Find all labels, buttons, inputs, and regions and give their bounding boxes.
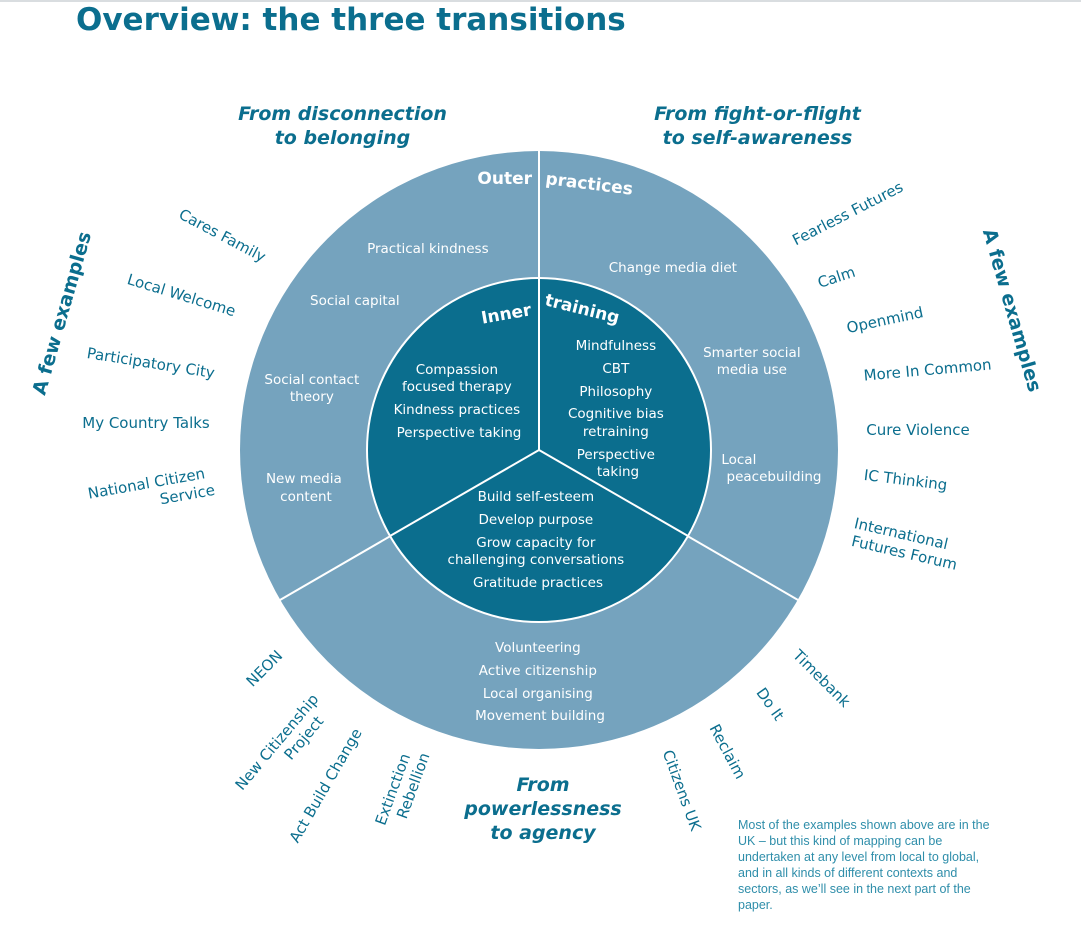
heading-line: to belonging (274, 127, 411, 149)
practice-item: theory (290, 389, 334, 405)
training-item: CBT (602, 361, 630, 377)
practice-item: media use (717, 362, 787, 378)
training-item: focused therapy (402, 379, 512, 395)
example-local-welcome: Local Welcome (125, 270, 238, 320)
inner-training-belonging: Compassion focused therapy Kindness prac… (394, 362, 525, 441)
practice-item: Local (721, 452, 756, 468)
heading-disconnection-to-belonging: From disconnection to belonging (230, 102, 455, 150)
training-item: Perspective taking (397, 425, 522, 441)
heading-line: From disconnection (238, 103, 447, 125)
training-item: Grow capacity for (476, 535, 596, 551)
heading-line: powerlessness (464, 798, 622, 820)
example-do-it: Do It (752, 684, 787, 724)
practice-item: Practical kindness (367, 241, 489, 257)
practice-item: Social contact (264, 372, 359, 388)
heading-line: to self-awareness (662, 127, 853, 149)
heading-line: From fight-or-flight (654, 103, 861, 125)
training-item: retraining (583, 424, 649, 440)
example-my-country-talks: My Country Talks (82, 414, 210, 432)
training-item: Kindness practices (394, 402, 521, 418)
training-item: Mindfulness (576, 338, 657, 354)
inner-divider (538, 449, 689, 537)
practice-item: content (280, 489, 332, 505)
practice-item: Smarter social (703, 345, 800, 361)
examples-side-label-left: A few examples (28, 229, 96, 397)
example-more-in-common: More In Common (863, 355, 992, 384)
heading-powerlessness-to-agency: From powerlessness to agency (453, 773, 633, 845)
practice-item: New media (266, 471, 342, 487)
training-item: challenging conversations (448, 552, 625, 568)
inner-training-agency: Build self-esteem Develop purpose Grow c… (448, 489, 629, 591)
example-cares-family: Cares Family (176, 205, 269, 266)
practice-item: Volunteering (495, 640, 581, 656)
heading-line: to agency (490, 822, 596, 844)
top-rule (0, 0, 1081, 2)
footnote: Most of the examples shown above are in … (738, 818, 990, 912)
practice-item: Active citizenship (479, 663, 597, 679)
example-openmind: Openmind (845, 303, 925, 337)
inner-divider (389, 449, 540, 537)
practice-item: peacebuilding (727, 469, 822, 485)
page-title: Overview: the three transitions (76, 2, 626, 38)
training-item: Build self-esteem (478, 489, 595, 505)
training-item: Cognitive bias (568, 406, 664, 422)
outer-ring-label: Outer (477, 169, 532, 189)
example-extinction-rebellion: Extinction Rebellion (372, 744, 434, 834)
practice-item: Local organising (483, 686, 593, 702)
example-citizens-uk: Citizens UK (659, 747, 705, 834)
practice-item: Movement building (475, 708, 605, 724)
training-item: Gratitude practices (473, 575, 603, 591)
outer-practices-self-awareness: Change media diet Smarter social media u… (609, 260, 822, 485)
example-timebank: Timebank (788, 645, 854, 711)
training-item: Perspective (577, 447, 655, 463)
example-reclaim: Reclaim (706, 721, 750, 782)
example-calm: Calm (815, 263, 857, 292)
outer-practices-belonging: Practical kindness Social capital Social… (264, 241, 493, 505)
training-item: Develop purpose (478, 512, 593, 528)
example-fearless-futures: Fearless Futures (789, 178, 906, 249)
example-international-futures-forum: International Futures Forum (848, 514, 963, 574)
heading-fight-to-self-awareness: From fight-or-flight to self-awareness (640, 102, 875, 150)
example-cure-violence: Cure Violence (866, 421, 969, 439)
outer-practices-agency: Volunteering Active citizenship Local or… (475, 640, 605, 724)
example-neon: NEON (243, 647, 287, 691)
heading-line: From (516, 774, 570, 796)
inner-training-self-awareness: Mindfulness CBT Philosophy Cognitive bia… (568, 338, 668, 480)
training-item: Philosophy (579, 384, 652, 400)
training-item: Compassion (416, 362, 498, 378)
practice-item: Change media diet (609, 260, 737, 276)
training-item: taking (597, 464, 639, 480)
example-participatory-city: Participatory City (86, 344, 217, 382)
example-national-citizen-service: National Citizen Service (86, 463, 216, 520)
example-ic-thinking: IC Thinking (863, 466, 948, 494)
practice-item: Social capital (310, 293, 400, 309)
